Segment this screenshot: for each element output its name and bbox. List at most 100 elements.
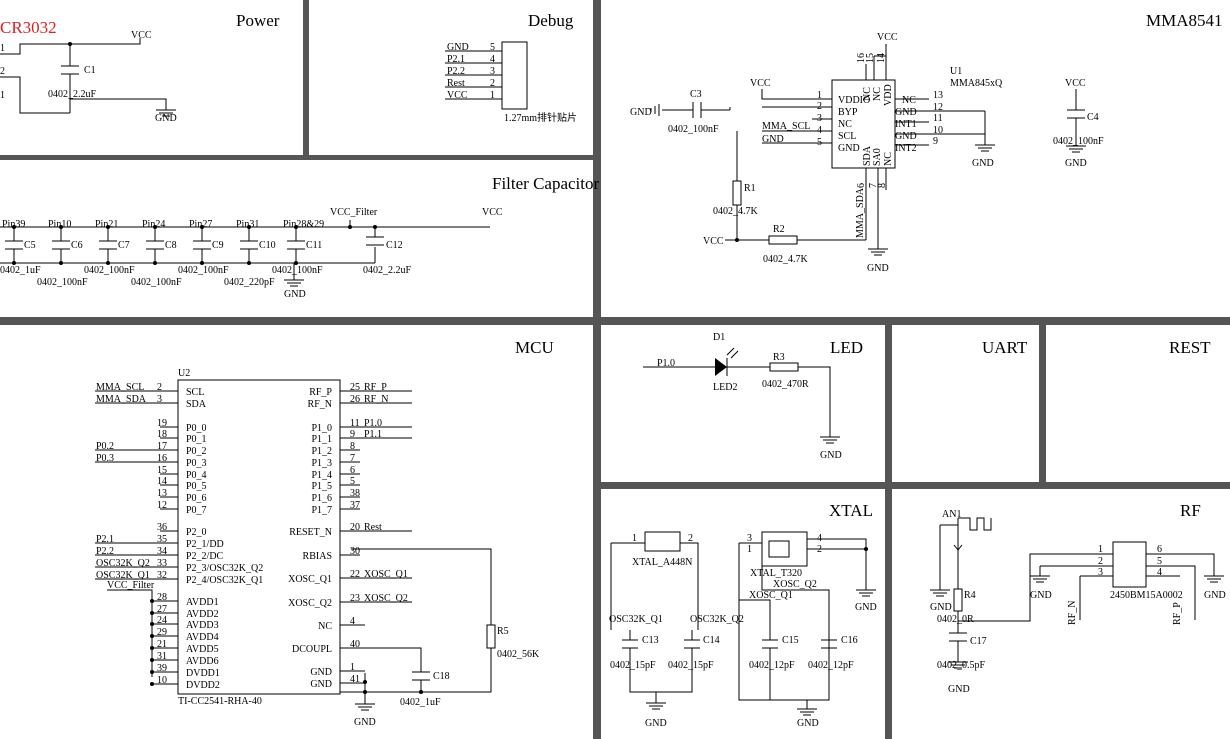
mcu-pin-number: 33 (157, 558, 167, 569)
filter-cap-ref: C12 (386, 240, 403, 251)
mcu-pin-name: RF_N (308, 399, 332, 410)
power-c1-val: 0402_2.2uF (48, 89, 97, 100)
mcu-pin-name: XOSC_Q2 (288, 598, 332, 609)
filter-cap-val: 0402_1uF (0, 265, 41, 276)
mcu-pin-number: 34 (157, 546, 167, 557)
mma-vcc-c4: VCC (1065, 78, 1086, 89)
filter-capacitor (146, 227, 164, 263)
mma-pin-num: 5 (817, 137, 822, 148)
filter-cap-val: 0402_100nF (84, 265, 135, 276)
mcu-pin-number: 27 (157, 604, 167, 615)
mcu-title: MCU (515, 338, 554, 357)
mcu-pin-net: OSC32K_Q1 (96, 570, 150, 581)
filter-capacitor (52, 227, 70, 263)
mcu-pin-name: SCL (186, 387, 204, 398)
filter-capacitor (240, 227, 258, 263)
filter-cap-ref: C5 (24, 240, 36, 251)
mcu-pin-number: 21 (157, 639, 167, 650)
mcu-pin-number: 11 (350, 418, 360, 429)
filter-pin: Pin10 (48, 219, 71, 230)
junction-dot (59, 261, 63, 265)
xtal-net: OSC32K_Q2 (690, 614, 744, 625)
mcu-part: TI-CC2541-RHA-40 (178, 696, 262, 707)
mcu-pin-number: 9 (350, 429, 355, 440)
mcu-vcc-filter: VCC_Filter (107, 580, 155, 591)
mma-vcc-top: VCC (877, 32, 898, 43)
mcu-c18: C18 (433, 671, 450, 682)
mma-net-gnd: GND (762, 134, 784, 145)
mma-vcc-left: VCC (750, 78, 771, 89)
mcu-pin-number: 3 (157, 394, 162, 405)
mma-c3-val: 0402_100nF (668, 124, 719, 135)
mma-pin-num: 15 (865, 53, 876, 63)
mcu-pin-name: P2_2/DC (186, 551, 224, 562)
xtal-cap: C15 (782, 635, 799, 646)
mcu-pin-name: AVDD5 (186, 644, 219, 655)
filter-capacitor (193, 227, 211, 263)
mcu-pin-number: 25 (350, 382, 360, 393)
mcu-pin-name: P0_3 (186, 458, 207, 469)
junction-dot (247, 261, 251, 265)
mcu-pin-net: MMA_SCL (96, 382, 144, 393)
xtal-net: XOSC_Q2 (773, 579, 817, 590)
mcu-pin-number: 39 (157, 663, 167, 674)
mcu-pin-name: GND (310, 667, 332, 678)
mma-part: MMA845xQ (950, 78, 1003, 89)
mcu-pin-name: P1_7 (311, 505, 332, 516)
junction-dot (106, 225, 110, 229)
mcu-pin-name: AVDD6 (186, 656, 219, 667)
led-name: LED2 (713, 382, 737, 393)
junction-dot (153, 261, 157, 265)
mcu-pin-name: P0_2 (186, 446, 207, 457)
mma-pin-num: 6 (856, 183, 867, 188)
filter-pin: Pin28&29 (283, 219, 324, 230)
filter-capacitor (5, 227, 23, 263)
mma-pin-name: NC (883, 152, 894, 166)
debug-connector: 1.27mm排针贴片 (504, 111, 577, 124)
mcu-pin-number: 32 (157, 570, 167, 581)
mma-pin-num: 1 (817, 90, 822, 101)
mcu-pin-name: P0_7 (186, 505, 207, 516)
mma-pin-name: GND (895, 131, 917, 142)
filter-pin: Pin31 (236, 219, 259, 230)
debug-pin-name: VCC (447, 90, 468, 101)
led-block: D1 LED2 P1.0 R3 0402_470R GND (643, 332, 842, 461)
junction-dot (153, 225, 157, 229)
led-title: LED (830, 338, 863, 357)
mcu-pin-number: 4 (350, 616, 355, 627)
power-gnd: GND (155, 113, 177, 124)
led-r3: R3 (773, 352, 785, 363)
filter-cap-ref: C9 (212, 240, 224, 251)
debug-pin-name: P2.1 (447, 54, 465, 65)
rf-pin: 6 (1157, 544, 1162, 555)
mcu-pin-name: AVDD4 (186, 632, 219, 643)
rf-gnd: GND (930, 602, 952, 613)
mcu-pin-number: 26 (350, 394, 360, 405)
filter-block: VCC_Filter VCC GND Pin39 Pin10 Pin21 Pin… (0, 207, 503, 300)
mma-pin-num: 11 (933, 113, 943, 124)
filter-net: VCC_Filter (330, 207, 378, 218)
mma-gnd-bottom: GND (867, 263, 889, 274)
mma-net-sda: MMA_SDA (855, 187, 866, 238)
filter-cap-ref: C10 (259, 240, 276, 251)
mcu-pin-net: RF_P (364, 382, 387, 393)
mcu-pin-number: 7 (350, 453, 355, 464)
mma-pin-name: SA0 (872, 148, 883, 166)
rf-c17: C17 (970, 636, 987, 647)
mcu-pin-number: 23 (350, 593, 360, 604)
mcu-pin-number: 1 (350, 662, 355, 673)
xtal-cap-val: 0402_12pF (808, 660, 854, 671)
mcu-pin-net: P1.0 (364, 418, 382, 429)
debug-pins (445, 50, 502, 100)
mma-pin-name: NC (862, 87, 873, 101)
power-title: Power (236, 11, 280, 30)
mma-pin-name: VDD (883, 84, 894, 106)
rf-gnd: GND (1030, 590, 1052, 601)
mcu-pin-number: 14 (157, 476, 167, 487)
mcu-pin-net: XOSC_Q1 (364, 569, 408, 580)
mma-pin-name: NC (902, 95, 916, 106)
mcu-pin-name: AVDD2 (186, 609, 219, 620)
mcu-pin-name: P2_1/DD (186, 539, 224, 550)
